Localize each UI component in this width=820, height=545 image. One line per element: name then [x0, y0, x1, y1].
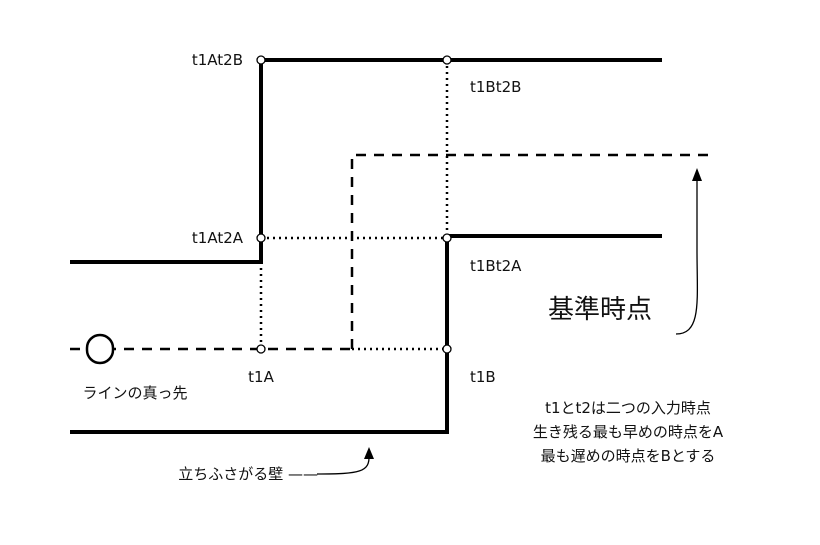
label-note-line1: t1とt2は二つの入力時点	[545, 399, 711, 417]
point-t1A	[256, 344, 266, 354]
point-t1At2A	[256, 233, 266, 243]
label-t1At2A: t1At2A	[192, 229, 244, 247]
label-wall: 立ちふさがる壁 ——	[178, 465, 318, 483]
label-note-line3: 最も遅めの時点をBとする	[541, 447, 716, 465]
reference-time-arrowhead	[692, 168, 702, 181]
wall-arrowhead	[364, 447, 374, 459]
reference-time-arrow	[675, 175, 699, 335]
label-t1At2B: t1At2B	[192, 51, 243, 69]
label-t1Bt2A: t1Bt2A	[470, 257, 522, 275]
line-head-marker	[85, 333, 115, 365]
label-t1Bt2B: t1Bt2B	[470, 78, 521, 96]
dashed-reference-step	[350, 153, 710, 349]
solid-step-upper	[70, 58, 662, 264]
point-t1At2B	[256, 55, 266, 65]
point-t1Bt2A	[442, 233, 452, 243]
label-reference-time: 基準時点	[548, 295, 652, 325]
point-t1Bt2B	[442, 55, 452, 65]
label-note-line2: 生き残る最も早めの時点をA	[533, 423, 724, 441]
label-line-head: ラインの真っ先	[82, 384, 187, 402]
point-t1B	[442, 344, 452, 354]
label-t1B: t1B	[470, 368, 496, 386]
wall-arrow	[316, 454, 370, 475]
label-t1A: t1A	[248, 368, 274, 386]
